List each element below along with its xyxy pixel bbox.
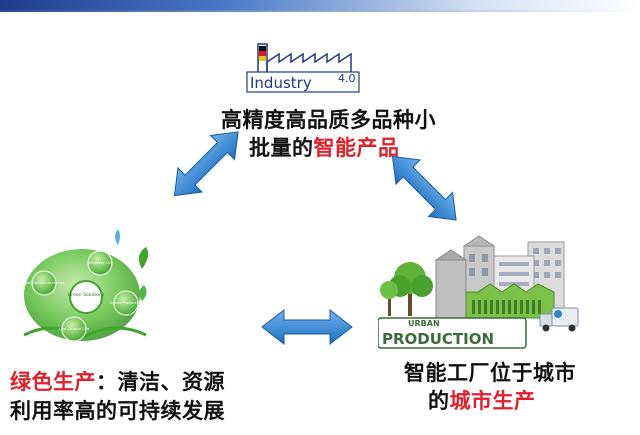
circle-label-low-carbon-accounts: Low Carbon Accounts — [24, 280, 65, 285]
double-arrow-left-top — [173, 131, 239, 197]
circle-low-carbon-life — [61, 316, 87, 342]
center-circle — [69, 280, 103, 314]
left-node-line2: 利用率高的可持续发展 — [10, 399, 225, 423]
truck-icon — [539, 307, 579, 332]
circle-recovery — [87, 250, 113, 276]
industry-4-logo: Industry 4.0 — [246, 43, 360, 93]
trees-icon — [380, 262, 433, 316]
leaf-icon — [138, 247, 149, 301]
urban-production-illustration: URBAN PRODUCTION — [378, 235, 579, 349]
badge-line1: URBAN — [408, 319, 440, 328]
double-arrow-right-top — [391, 155, 457, 221]
top-node-highlight: 智能产品 — [313, 136, 400, 160]
urban-production-badge — [378, 317, 527, 349]
green-production-illustration: Green Solutions Recovery Life Green Prod… — [23, 229, 149, 342]
circle-production — [113, 290, 139, 316]
top-node-line1: 高精度高品质多品种小 — [221, 108, 436, 132]
header-gradient-bar — [0, 0, 640, 10]
ground-line — [23, 326, 147, 339]
logo-brand-text: Industry — [250, 74, 312, 92]
factory-icon — [465, 283, 555, 319]
header-rule — [0, 10, 640, 12]
left-node-highlight: 绿色生产 — [10, 370, 96, 394]
double-arrow-bottom — [261, 308, 353, 346]
circle-label-recovery: Recovery Life — [87, 260, 113, 265]
right-node-prefix: 的 — [428, 389, 450, 413]
right-node-highlight: 城市生产 — [449, 389, 536, 413]
logo-version-text: 4.0 — [338, 72, 356, 85]
badge-line2: PRODUCTION — [382, 330, 494, 348]
top-node-line2: 批量的智能产品 — [249, 132, 400, 162]
water-drop-icon — [115, 229, 120, 245]
circle-low-carbon-accounts — [31, 270, 57, 296]
right-node-line1: 智能工厂位于城市 — [404, 361, 576, 385]
top-node-prefix: 批量的 — [249, 136, 314, 160]
right-node-line2: 的城市生产 — [428, 385, 536, 415]
circle-label-low-carbon-life: Low Carbon Life — [59, 326, 90, 331]
circle-label-production: Green Production — [110, 300, 143, 305]
circle-label-center: Green Solutions — [68, 292, 105, 298]
left-node-line1: 绿色生产：清洁、资源 — [10, 366, 225, 396]
left-node-rest: ：清洁、资源 — [96, 370, 225, 394]
